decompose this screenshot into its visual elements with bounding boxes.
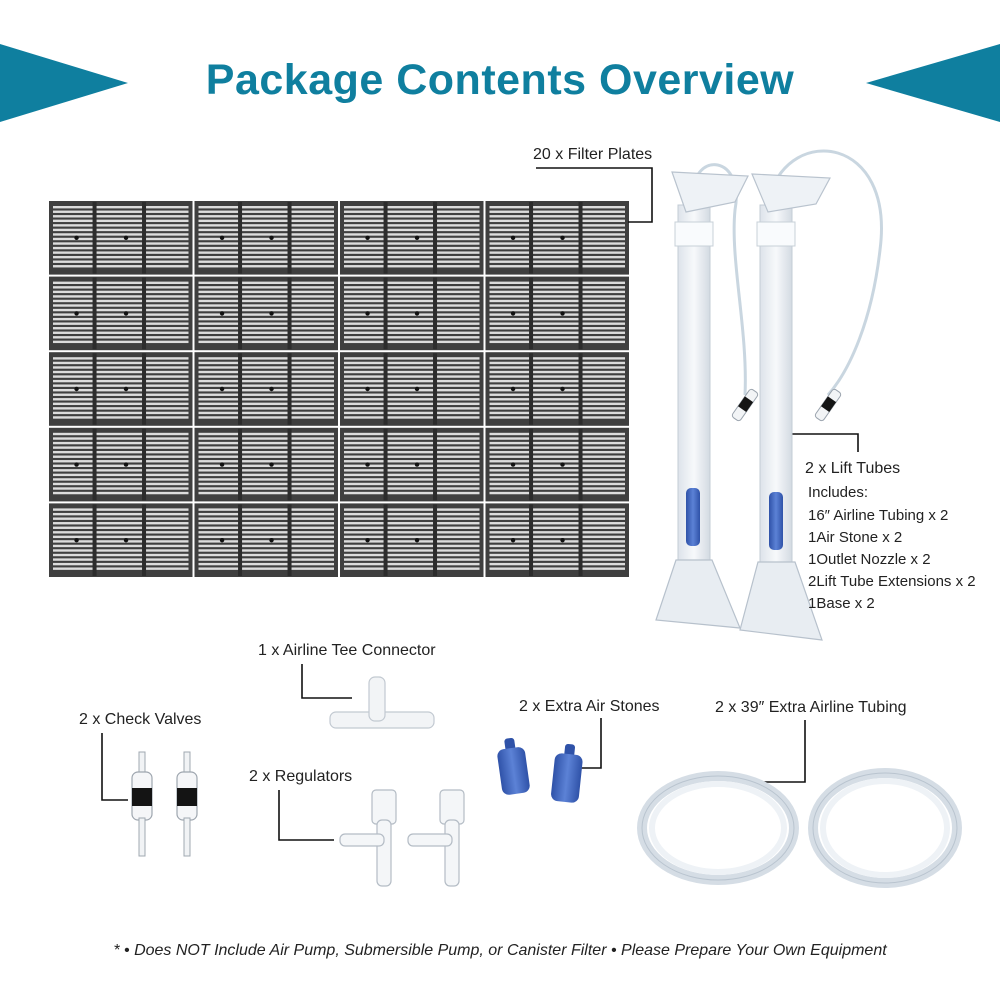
- lift-tube-left-stone: [686, 488, 700, 546]
- lift-tube-airline-right: [768, 149, 883, 396]
- lift-tube-check-valve-left: [731, 388, 759, 422]
- footnote: * • Does NOT Include Air Pump, Submersib…: [113, 942, 887, 959]
- right-banner-arrow: [866, 44, 1000, 122]
- airline-tubing-leader: [762, 720, 806, 783]
- lift-tubes-include-item: 1Air Stone x 2: [808, 529, 903, 546]
- filter-plate: [485, 201, 629, 275]
- filter-plate: [194, 427, 338, 502]
- lift-tubes-label: 2 x Lift Tubes: [805, 460, 901, 477]
- leader-lines: [101, 167, 859, 841]
- airline-tee-leader: [301, 664, 352, 699]
- check-valves-image: [131, 751, 198, 857]
- filter-plate: [194, 503, 338, 577]
- air-stone-1: [497, 737, 530, 795]
- lift-tubes-leader: [792, 433, 859, 452]
- lift-tube-check-valve-right: [814, 388, 842, 422]
- filter-plate: [340, 427, 484, 502]
- filter-plate: [49, 201, 193, 275]
- lift-tube-airline-left: [691, 163, 747, 396]
- extra-airline-tubing-image: [637, 768, 962, 888]
- lift-tubes-includes-heading: Includes:: [808, 484, 869, 501]
- regulators-leader: [278, 790, 334, 841]
- regulators-image: [339, 789, 465, 887]
- filter-plate: [485, 352, 629, 426]
- air-stones-leader: [576, 718, 602, 769]
- lift-tubes-include-item: 2Lift Tube Extensions x 2: [808, 573, 976, 590]
- lift-tube-left-base: [655, 559, 741, 629]
- extra-air-stones-image: [497, 737, 583, 803]
- filter-plates-label: 20 x Filter Plates: [533, 146, 653, 163]
- filter-plate: [340, 352, 484, 426]
- regulator-2: [407, 789, 465, 887]
- filter-plate: [49, 427, 193, 502]
- filter-plate: [340, 201, 484, 275]
- tubing-coil-left: [637, 771, 799, 885]
- airline-tee-connector-image: [329, 676, 435, 729]
- filter-plate: [485, 427, 629, 502]
- left-banner-arrow: [0, 44, 128, 122]
- check-valves-leader: [101, 733, 128, 801]
- check-valve-2: [176, 751, 198, 857]
- filter-plate: [485, 276, 629, 351]
- lift-tube-left-collar: [674, 221, 714, 247]
- filter-plate: [49, 503, 193, 577]
- filter-plate: [485, 503, 629, 577]
- filter-plates-image: [49, 201, 629, 577]
- filter-plate: [194, 352, 338, 426]
- filter-plate: [340, 503, 484, 577]
- lift-tube-right-stone: [769, 492, 783, 550]
- lift-tubes-image: [655, 149, 883, 641]
- regulators-label: 2 x Regulators: [249, 768, 353, 785]
- filter-plate: [49, 352, 193, 426]
- air-stones-label: 2 x Extra Air Stones: [519, 698, 660, 715]
- filter-plate: [49, 276, 193, 351]
- tubing-coil-right: [808, 768, 962, 888]
- filter-plate: [194, 276, 338, 351]
- filter-plates-leader: [536, 167, 653, 223]
- page-title: Package Contents Overview: [205, 56, 795, 104]
- lift-tubes-include-item: 16″ Airline Tubing x 2: [808, 507, 949, 524]
- lift-tube-right-base: [739, 561, 823, 641]
- lift-tube-right-collar: [756, 221, 796, 247]
- filter-plate: [340, 276, 484, 351]
- airline-tubing-label: 2 x 39″ Extra Airline Tubing: [715, 699, 907, 716]
- airline-tee-label: 1 x Airline Tee Connector: [258, 642, 436, 659]
- lift-tube-right-nozzle: [751, 173, 831, 213]
- check-valve-1: [131, 751, 153, 857]
- air-stone-2: [551, 743, 583, 803]
- lift-tube-left-nozzle: [671, 171, 749, 213]
- regulator-1: [339, 789, 397, 887]
- lift-tubes-include-item: 1Base x 2: [808, 595, 875, 612]
- filter-plate: [194, 201, 338, 275]
- lift-tubes-include-item: 1Outlet Nozzle x 2: [808, 551, 931, 568]
- check-valves-label: 2 x Check Valves: [79, 711, 202, 728]
